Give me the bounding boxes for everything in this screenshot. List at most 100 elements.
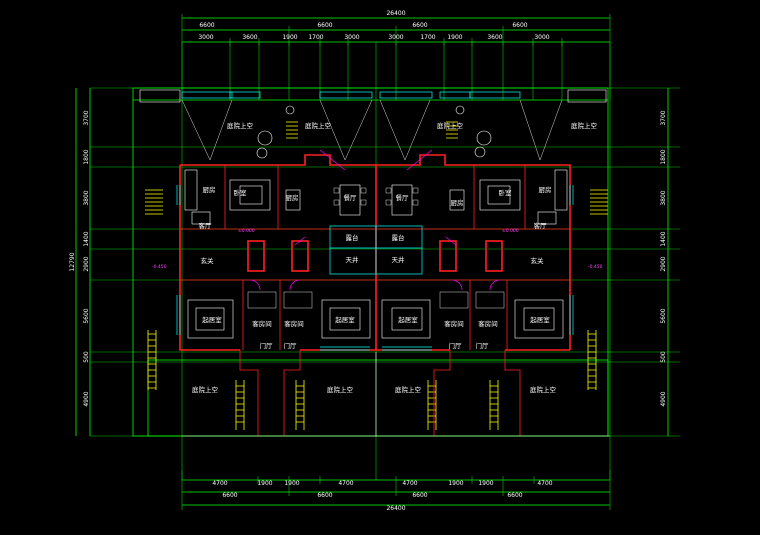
upper-void-label: 庭院上空 bbox=[227, 121, 254, 130]
bottom-unit-dim: 6600 bbox=[412, 492, 427, 499]
upper-void-label: 庭院上空 bbox=[305, 121, 332, 130]
yard-void-label: 庭院上空 bbox=[395, 385, 422, 394]
bottom-detail-dim: 1900 bbox=[257, 480, 272, 487]
entrance-label: 门厅 bbox=[449, 341, 463, 350]
guest-room-label: 客房间 bbox=[252, 319, 272, 328]
bedroom-label: 卧室 bbox=[499, 188, 513, 197]
left-dim: 5600 bbox=[83, 308, 90, 323]
foyer-label: 玄关 bbox=[201, 256, 215, 265]
guest-room-label: 客房间 bbox=[284, 319, 304, 328]
exterior-walls bbox=[179, 154, 571, 351]
left-dim: 1800 bbox=[83, 149, 90, 164]
right-dim: 500 bbox=[660, 351, 667, 363]
door-swings bbox=[249, 149, 501, 291]
bedroom-label: 卧室 bbox=[234, 188, 248, 197]
reception-label: 起居室 bbox=[335, 315, 355, 324]
terrace-label: 露台 bbox=[346, 233, 359, 242]
dining-label: 餐厅 bbox=[344, 193, 358, 202]
top-unit-dim: 6600 bbox=[317, 22, 332, 29]
left-dim: 3700 bbox=[83, 110, 90, 125]
left-dimension-chain: 3700 1800 3800 1400 2900 5600 500 4900 1… bbox=[69, 88, 91, 436]
sky-well: 露台 露台 天井 天井 bbox=[329, 225, 423, 275]
guest-room-label: 客房间 bbox=[478, 319, 498, 328]
kitchen-label: 厨房 bbox=[203, 185, 216, 194]
top-detail-dim: 1700 bbox=[420, 34, 435, 41]
kitchen-label: 厨房 bbox=[286, 193, 299, 202]
bottom-detail-dim: 1900 bbox=[478, 480, 493, 487]
left-total-dim: 12790 bbox=[69, 252, 76, 271]
foyer-row: 玄关 玄关 -0.450 -0.450 ±0.000 ±0.000 bbox=[152, 228, 603, 270]
bottom-detail-dim: 4700 bbox=[402, 480, 417, 487]
dining-label: 餐厅 bbox=[396, 193, 410, 202]
terrace-label: 露台 bbox=[392, 233, 405, 242]
bottom-total-dim: 26400 bbox=[386, 505, 405, 512]
foyer-label: 玄关 bbox=[531, 256, 545, 265]
level-mark: ±0.000 bbox=[502, 228, 519, 234]
upper-rooms: 厨房 卧室 厨房 厨房 卧室 厨房 客厅 客厅 bbox=[184, 169, 568, 230]
top-detail-dim: 3000 bbox=[534, 34, 549, 41]
left-dim: 3800 bbox=[83, 190, 90, 205]
top-detail-dim: 3000 bbox=[198, 34, 213, 41]
left-dim: 1400 bbox=[83, 231, 90, 246]
bottom-detail-dim: 4700 bbox=[537, 480, 552, 487]
right-dim: 1800 bbox=[660, 149, 667, 164]
left-dim: 500 bbox=[83, 351, 90, 363]
bottom-unit-dim: 6600 bbox=[507, 492, 522, 499]
entrance-label: 门厅 bbox=[260, 341, 274, 350]
right-dim: 2900 bbox=[660, 256, 667, 271]
bottom-detail-dim: 4700 bbox=[338, 480, 353, 487]
bottom-unit-dim: 6600 bbox=[222, 492, 237, 499]
living-room-label: 客厅 bbox=[199, 221, 213, 230]
bottom-detail-dim: 1900 bbox=[284, 480, 299, 487]
bottom-unit-dim: 6600 bbox=[317, 492, 332, 499]
right-dim: 1400 bbox=[660, 231, 667, 246]
left-dim: 2900 bbox=[83, 256, 90, 271]
top-total-dim: 26400 bbox=[386, 10, 405, 17]
reception-label: 起居室 bbox=[398, 315, 418, 324]
living-room-label: 客厅 bbox=[534, 221, 548, 230]
bottom-dimension-chain: 4700 1900 1900 4700 4700 1900 1900 4700 … bbox=[181, 470, 611, 512]
level-mark: -0.450 bbox=[588, 264, 603, 270]
top-detail-dim: 3600 bbox=[242, 34, 257, 41]
sky-well-label: 天井 bbox=[346, 255, 360, 264]
bottom-detail-dim: 1900 bbox=[448, 480, 463, 487]
right-dim: 3700 bbox=[660, 110, 667, 125]
guest-room-label: 客房间 bbox=[444, 319, 464, 328]
right-dim: 3800 bbox=[660, 190, 667, 205]
level-mark: -0.450 bbox=[152, 264, 167, 270]
yard-void-label: 庭院上空 bbox=[530, 385, 557, 394]
right-dimension-chain: 3700 1800 3800 1400 2900 5600 500 4900 bbox=[660, 88, 669, 436]
upper-void-label: 庭院上空 bbox=[437, 121, 464, 130]
top-detail-dim: 3000 bbox=[344, 34, 359, 41]
left-dim: 4900 bbox=[83, 391, 90, 406]
top-detail-dim: 1700 bbox=[308, 34, 323, 41]
reception-label: 起居室 bbox=[202, 315, 222, 324]
top-unit-dim: 6600 bbox=[412, 22, 427, 29]
lower-rooms: 起居室 客房间 客房间 起居室 起居室 客房间 客房间 起居室 门厅 门厅 门厅… bbox=[187, 291, 564, 350]
level-mark: ±0.000 bbox=[238, 228, 255, 234]
kitchen-label: 厨房 bbox=[539, 185, 552, 194]
axis-grid bbox=[90, 42, 680, 480]
reception-label: 起居室 bbox=[530, 315, 550, 324]
kitchen-label: 厨房 bbox=[451, 198, 464, 207]
dining-area: 餐厅 餐厅 bbox=[333, 184, 419, 216]
top-unit-dim: 6600 bbox=[199, 22, 214, 29]
top-detail-dim: 1900 bbox=[282, 34, 297, 41]
top-detail-dim: 1900 bbox=[447, 34, 462, 41]
entrance-label: 门厅 bbox=[284, 341, 298, 350]
stairs bbox=[145, 189, 608, 430]
top-detail-dim: 3000 bbox=[388, 34, 403, 41]
yard-void-label: 庭院上空 bbox=[192, 385, 219, 394]
yard-void-label: 庭院上空 bbox=[327, 385, 354, 394]
sky-well-label: 天井 bbox=[392, 255, 406, 264]
top-detail-dim: 3600 bbox=[487, 34, 502, 41]
entrance-label: 门厅 bbox=[476, 341, 490, 350]
right-dim: 5600 bbox=[660, 308, 667, 323]
right-dim: 4900 bbox=[660, 391, 667, 406]
bottom-detail-dim: 4700 bbox=[212, 480, 227, 487]
top-unit-dim: 6600 bbox=[512, 22, 527, 29]
lower-yard: 庭院上空 庭院上空 庭院上空 庭院上空 bbox=[182, 350, 610, 437]
upper-void-label: 庭院上空 bbox=[571, 121, 598, 130]
windows bbox=[176, 185, 574, 351]
